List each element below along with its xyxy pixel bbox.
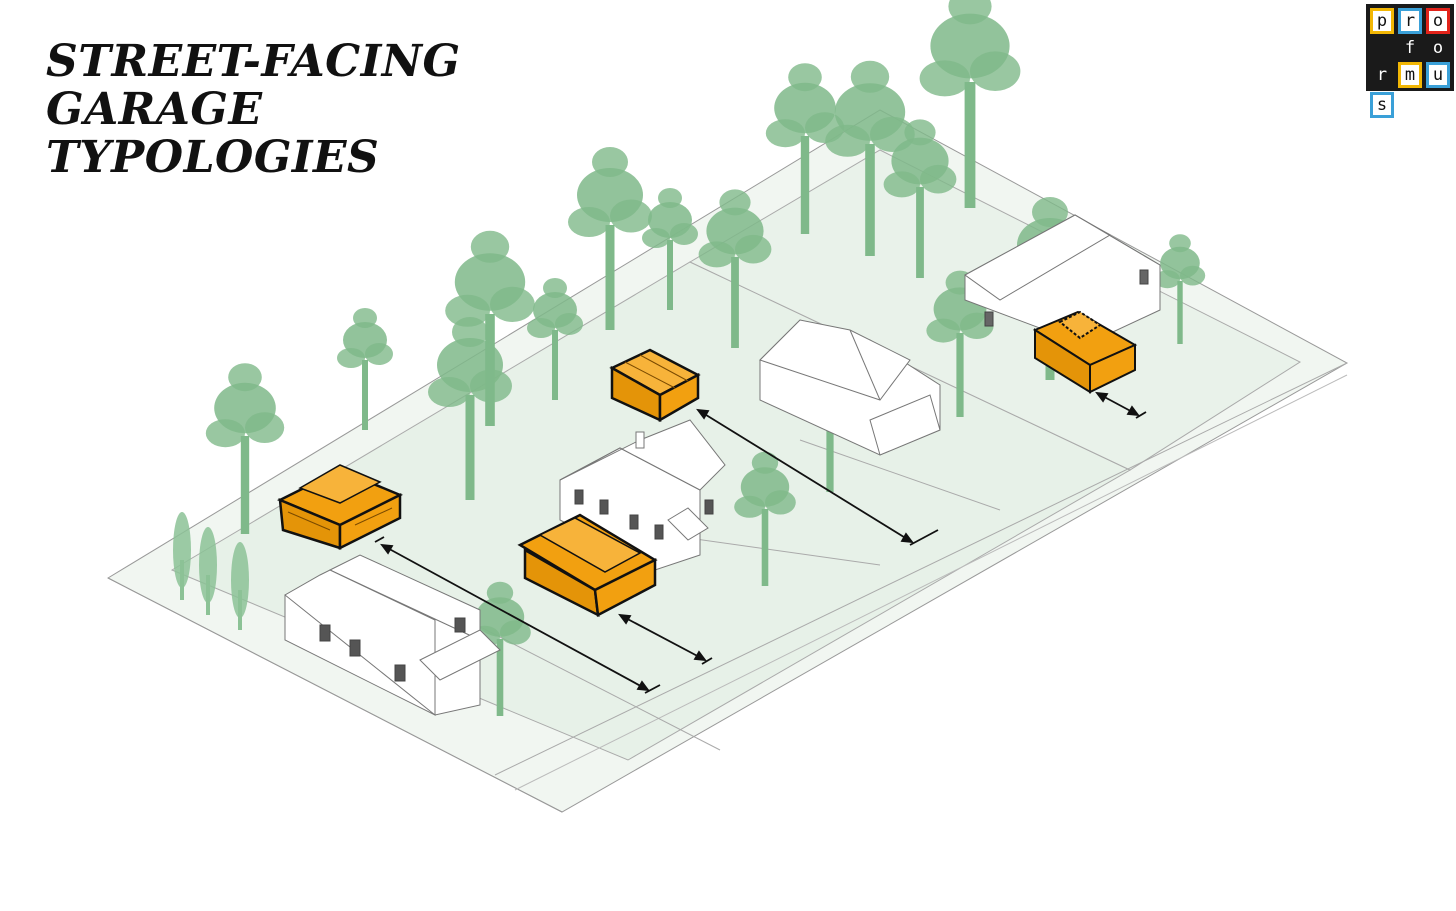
isometric-neighborhood-diagram [0, 0, 1456, 911]
